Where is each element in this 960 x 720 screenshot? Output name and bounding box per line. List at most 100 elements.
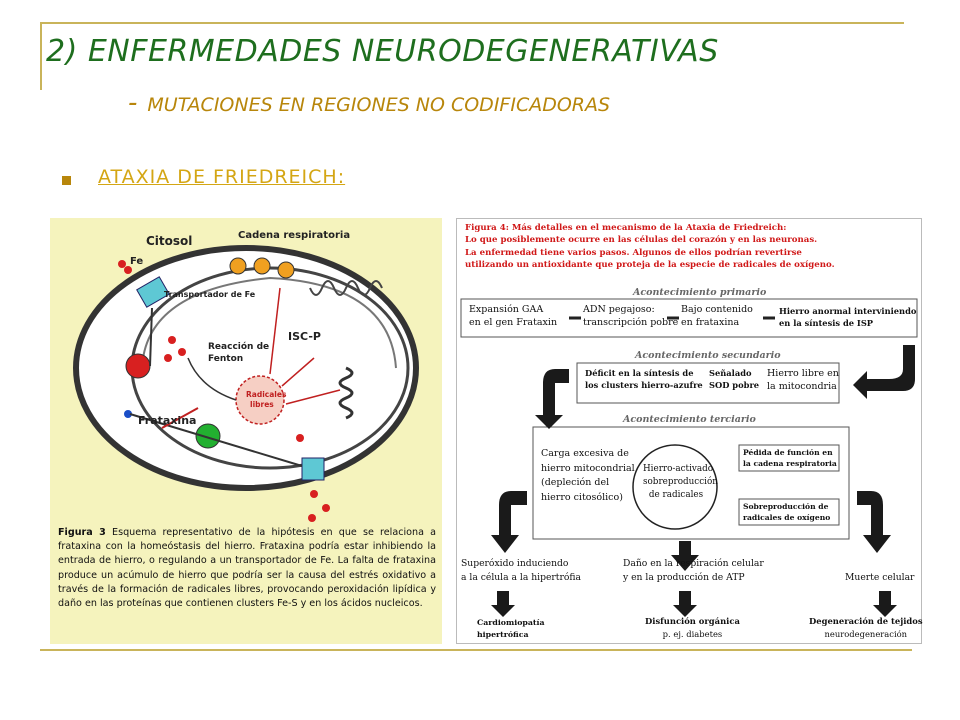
fe-dot xyxy=(168,336,176,344)
label-citosol: Citosol xyxy=(146,234,193,248)
text-line: hierro mitocondrial xyxy=(541,462,635,474)
header-line: utilizando un antioxidante que proteja d… xyxy=(465,260,835,271)
text-line: hipertrófica xyxy=(477,630,529,639)
label-fe: Fe xyxy=(130,256,144,267)
caption-figure-label: Figura 3 xyxy=(58,527,106,538)
header-line: La enfermedad tiene varios pasos. Alguno… xyxy=(465,247,802,258)
text-line: y en la producción de ATP xyxy=(623,572,745,583)
result-right: Degeneración de tejidos neurodegeneración xyxy=(809,615,923,641)
text-line: Carga excesiva de xyxy=(541,448,629,459)
label-iscp: ISC-P xyxy=(288,330,321,343)
cristae-path xyxy=(309,280,383,296)
slide-title: 2) ENFERMEDADES NEURODEGENERATIVAS xyxy=(46,34,719,69)
text-line: a la célula a la hipertrófia xyxy=(461,572,582,583)
result-center: Disfunción orgánica p. ej. diabetes xyxy=(645,615,740,641)
text-line: Degeneración de tejidos xyxy=(809,616,923,626)
figure-3-caption: Figura 3 Esquema representativo de la hi… xyxy=(58,526,436,611)
fe-dot xyxy=(310,490,318,498)
bottom-rule xyxy=(40,649,912,651)
section-heading-link[interactable]: ATAXIA DE FRIEDREICH: xyxy=(98,166,346,188)
cycle-circle xyxy=(632,444,718,530)
frataxin-red-circle xyxy=(125,353,151,379)
secondary-box-3: Hierro libre en la mitocondria xyxy=(767,367,839,393)
text-line: en el gen Frataxin xyxy=(469,317,558,328)
arrow-radicales-to-chain xyxy=(269,287,281,375)
caption-text: Esquema representativo de la hipótesis e… xyxy=(58,527,436,610)
text-line: Hierro anormal interviniendo xyxy=(779,306,917,316)
fe-dot xyxy=(118,260,126,268)
text-line: p. ej. diabetes xyxy=(662,629,723,639)
fe-dot xyxy=(296,434,304,442)
curved-arrow-right-2 xyxy=(857,491,891,553)
text-line: Señalado xyxy=(709,368,752,378)
arrow-fenton xyxy=(187,357,237,401)
stage-tertiary-title: Acontecimiento terciario xyxy=(623,414,756,425)
tertiary-box-2-text: Pédida de función en la cadena respirator… xyxy=(743,447,837,469)
text-line: radicales de oxígeno xyxy=(743,513,831,522)
outcome-left: Superóxido induciendo a la célula a la hi… xyxy=(461,557,581,585)
secondary-box-1: Déficit en la síntesis de los clusters hi… xyxy=(585,367,703,391)
text-line: Daño en la respiración celular xyxy=(623,558,764,569)
subtitle-dash: - xyxy=(128,88,138,118)
primary-box-3: Bajo contenido en frataxina xyxy=(681,303,753,329)
text-line: Bajo contenido xyxy=(681,304,753,315)
text-line: Sobreproducción de xyxy=(743,502,829,511)
text-line: la cadena respiratoria xyxy=(743,459,837,468)
text-line: (depleción del xyxy=(541,477,610,488)
text-line: sobreproducción xyxy=(643,477,718,487)
figure-4: Figura 4: Más detalles en el mecanismo d… xyxy=(456,218,923,644)
tertiary-box-2 xyxy=(738,444,840,472)
cell-diagram xyxy=(73,245,419,522)
fe-transporter-top xyxy=(136,276,170,308)
left-rule xyxy=(40,22,42,90)
tertiary-box-3 xyxy=(738,498,840,526)
inhibition-mark xyxy=(161,407,199,429)
frataxin-green-circle xyxy=(195,423,221,449)
text-line: Superóxido induciendo xyxy=(461,558,569,569)
text-line: Hierro libre en xyxy=(767,368,839,379)
figure-4-header: Figura 4: Más detalles en el mecanismo d… xyxy=(465,222,835,272)
fe-transporter-bottom xyxy=(301,457,325,481)
text-line: Pédida de función en xyxy=(743,448,833,457)
subtitle-text: MUTACIONES EN REGIONES NO CODIFICADORAS xyxy=(147,94,611,116)
label-transportador: Transportador de Fe xyxy=(164,290,256,299)
text-line: Disfunción orgánica xyxy=(645,616,740,626)
text-line: Hierro-activado xyxy=(643,464,714,474)
radicales-circle xyxy=(235,375,285,425)
curved-arrow-right-1 xyxy=(853,345,915,399)
stage-secondary-title: Acontecimiento secundario xyxy=(635,350,781,361)
label-fenton: Fenton xyxy=(208,354,244,364)
frataxin-blue-dot xyxy=(124,410,132,418)
arrow-transporter-down xyxy=(149,307,153,367)
tertiary-box-1: Carga excesiva de hierro mitocondrial (dep… xyxy=(541,447,635,505)
primary-box-1: Expansión GAA en el gen Frataxin xyxy=(469,303,557,329)
arrow-down-center xyxy=(671,541,699,571)
curved-arrow-left-2 xyxy=(491,491,527,553)
text-line: ADN pegajoso: xyxy=(583,304,655,315)
label-reaccion: Reacción de xyxy=(208,342,270,352)
label-libres: libres xyxy=(250,400,274,409)
label-radicales: Radicales xyxy=(246,390,287,399)
text-line: Expansión GAA xyxy=(469,304,544,315)
text-line: neurodegeneración xyxy=(824,629,908,639)
text-line: los clusters hierro-azufre xyxy=(585,380,703,390)
header-line: Figura 4: Más detalles en el mecanismo d… xyxy=(465,223,787,233)
text-line: la mitocondria xyxy=(767,381,837,392)
text-line: en frataxina xyxy=(681,317,740,328)
text-line: Déficit en la síntesis de xyxy=(585,368,694,378)
label-cadena: Cadena respiratoria xyxy=(238,230,351,241)
fe-dot xyxy=(322,504,330,512)
text-line: de radicales xyxy=(648,490,704,500)
outcome-right: Muerte celular xyxy=(845,571,914,585)
arrow-down-right xyxy=(873,591,897,617)
text-line: transcripción pobre xyxy=(583,317,679,328)
figure-3: Citosol Cadena respiratoria Fe Transport… xyxy=(50,218,442,644)
arrow-radicales-to-dna xyxy=(285,389,341,405)
mitochondrion-inner xyxy=(141,276,397,369)
text-line: Muerte celular xyxy=(845,572,915,583)
fe-dot xyxy=(164,354,172,362)
fe-dot xyxy=(124,266,132,274)
